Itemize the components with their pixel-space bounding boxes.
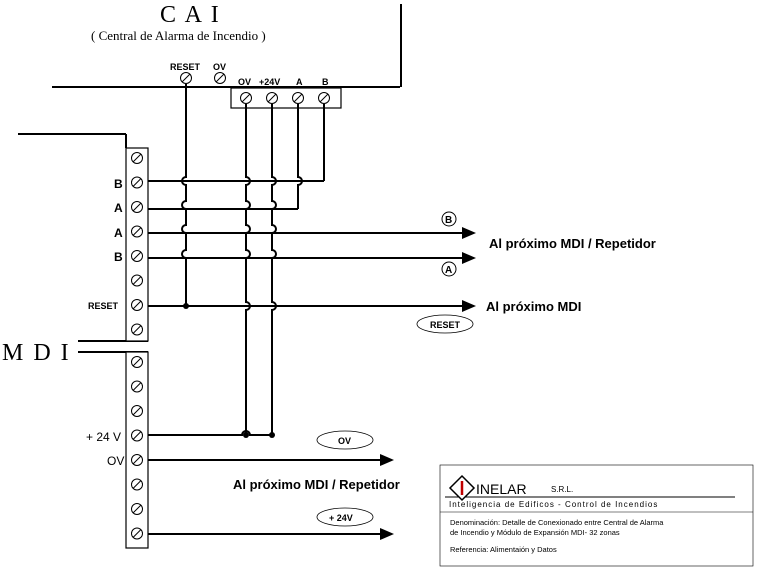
cai-block-terminal-b xyxy=(318,92,330,104)
denominacion-line-2: de Incendio y Módulo de Expansión MDI- 3… xyxy=(450,528,620,537)
mdi-lower-terminal xyxy=(131,380,143,393)
p24-tag xyxy=(316,507,374,527)
mdi-lower-terminal xyxy=(131,429,143,442)
cai-subtitle: ( Central de Alarma de Incendio ) xyxy=(91,28,266,43)
wire-24v-vertical xyxy=(271,104,277,435)
caption-next-repeater-2: Al próximo MDI / Repetidor xyxy=(233,477,400,492)
reset-tag xyxy=(416,314,474,334)
cai-block-label-ov: OV xyxy=(238,77,251,87)
cai-terminal-block xyxy=(230,87,342,109)
mdi-label-ov: OV xyxy=(107,454,124,468)
p24-tag-label: + 24V xyxy=(329,513,353,523)
junction-ov xyxy=(243,432,249,438)
mdi-upper-terminal xyxy=(131,323,143,336)
mdi-label-24v: + 24 V xyxy=(86,430,121,444)
company-srl: S.R.L. xyxy=(551,485,573,494)
circle-b-marker xyxy=(441,211,457,227)
cai-block-terminal-24v xyxy=(266,92,278,104)
cai-ov-terminal xyxy=(214,72,226,84)
mdi-label-a1: A xyxy=(114,201,123,215)
mdi-upper-terminal xyxy=(131,250,143,262)
mdi-upper-terminal xyxy=(131,201,143,213)
mdi-upper-terminal xyxy=(131,152,143,164)
denominacion-line-1: Denominación: Detalle de Conexionado ent… xyxy=(450,518,664,527)
cai-block-label-b: B xyxy=(322,77,329,87)
caption-next-mdi: Al próximo MDI xyxy=(486,299,581,314)
arrow-b2 xyxy=(462,252,476,264)
circle-b-letter: B xyxy=(445,215,452,226)
wire-ov-vertical xyxy=(245,104,251,435)
caption-next-repeater: Al próximo MDI / Repetidor xyxy=(489,236,656,251)
cai-block-terminal-a xyxy=(292,92,304,104)
wire-reset-vertical xyxy=(181,84,187,306)
cai-block-label-24v: +24V xyxy=(259,77,280,87)
cai-title: C A I xyxy=(160,2,221,28)
ov-tag xyxy=(316,430,374,450)
mdi-terminal-strip-upper xyxy=(125,147,149,342)
wire-24v-horizontal xyxy=(148,430,272,436)
mdi-label-b2: B xyxy=(114,250,123,264)
reset-tag-label: RESET xyxy=(430,320,461,330)
cai-reset-terminal xyxy=(180,72,192,84)
arrow-ov xyxy=(380,454,394,466)
cai-block-terminal-ov xyxy=(240,92,252,104)
referencia: Referencia: Alimentaión y Datos xyxy=(450,545,557,554)
cai-label-reset: RESET xyxy=(170,62,201,72)
mdi-title: M D I xyxy=(2,340,71,366)
junction-24v xyxy=(269,432,275,438)
mdi-upper-terminal xyxy=(131,225,143,238)
company-tagline: Inteligencia de Edificos - Control de In… xyxy=(449,500,658,509)
mdi-lower-terminal xyxy=(131,405,143,417)
cai-panel-outline xyxy=(52,4,402,88)
mdi-terminal-strip-lower xyxy=(125,351,149,549)
title-block xyxy=(439,464,754,567)
junction-reset xyxy=(183,303,189,309)
circle-a-marker xyxy=(441,261,457,277)
mdi-lower-terminal xyxy=(131,356,143,368)
mdi-upper-terminal xyxy=(131,274,143,287)
mdi-upper-terminal xyxy=(131,299,143,311)
mdi-upper-terminal xyxy=(131,176,143,189)
mdi-lower-terminal xyxy=(131,527,143,540)
company-name: INELAR xyxy=(476,481,527,497)
arrow-reset xyxy=(462,300,476,312)
ov-tag-label: OV xyxy=(338,436,351,446)
cai-block-label-a: A xyxy=(296,77,303,87)
circle-a-letter: A xyxy=(445,265,452,276)
cai-label-ov: OV xyxy=(213,62,226,72)
mdi-label-a2: A xyxy=(114,226,123,240)
mdi-lower-terminal xyxy=(131,478,143,491)
wire-a-vertical xyxy=(297,104,303,209)
mdi-label-reset: RESET xyxy=(88,301,119,311)
mdi-label-b1: B xyxy=(114,177,123,191)
mdi-lower-terminal xyxy=(131,503,143,515)
arrow-a2 xyxy=(462,227,476,239)
arrow-24v xyxy=(380,528,394,540)
mdi-lower-terminal xyxy=(131,454,143,466)
inelar-logo-icon xyxy=(448,474,476,502)
